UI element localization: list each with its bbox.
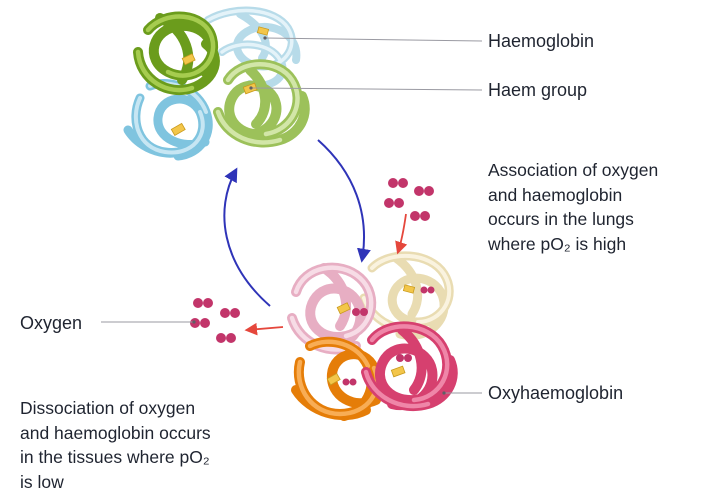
oxygen-release-arrow	[247, 327, 283, 330]
association-line: occurs in the lungs	[488, 207, 658, 232]
oxygen-molecules-tissues	[190, 298, 240, 343]
dissociation-line: is low	[20, 470, 211, 494]
oxygen-label: Oxygen	[20, 311, 82, 336]
association-line: and haemoglobin	[488, 183, 658, 208]
oxygen-binding-arrow	[398, 214, 406, 252]
o2-molecule	[384, 198, 404, 208]
haemoglobin-leader-line	[265, 38, 482, 41]
haem-group-label: Haem group	[488, 78, 587, 103]
o2-molecule	[410, 211, 430, 221]
association-line: Association of oxygen	[488, 158, 658, 183]
dissociation-description: Dissociation of oxygen and haemoglobin o…	[20, 396, 211, 494]
oxyhaemoglobin-protein	[292, 256, 453, 416]
o2-molecule	[216, 333, 236, 343]
association-cycle-arrow	[318, 140, 364, 260]
haem-group-leader-line	[251, 88, 482, 90]
o2-molecule	[193, 298, 213, 308]
o2-molecule	[220, 308, 240, 318]
o2-molecule	[414, 186, 434, 196]
haemoglobin-label: Haemoglobin	[488, 29, 594, 54]
association-description: Association of oxygen and haemoglobin oc…	[488, 158, 658, 256]
dissociation-cycle-arrow	[224, 170, 270, 306]
association-line: where pO₂ is high	[488, 232, 658, 257]
o2-molecule	[388, 178, 408, 188]
oxyhaemoglobin-label: Oxyhaemoglobin	[488, 381, 623, 406]
dissociation-line: Dissociation of oxygen	[20, 396, 211, 421]
dissociation-line: in the tissues where pO₂	[20, 445, 211, 470]
oxygen-molecules-lungs	[384, 178, 434, 221]
dissociation-line: and haemoglobin occurs	[20, 421, 211, 446]
haemoglobin-protein	[128, 11, 305, 156]
